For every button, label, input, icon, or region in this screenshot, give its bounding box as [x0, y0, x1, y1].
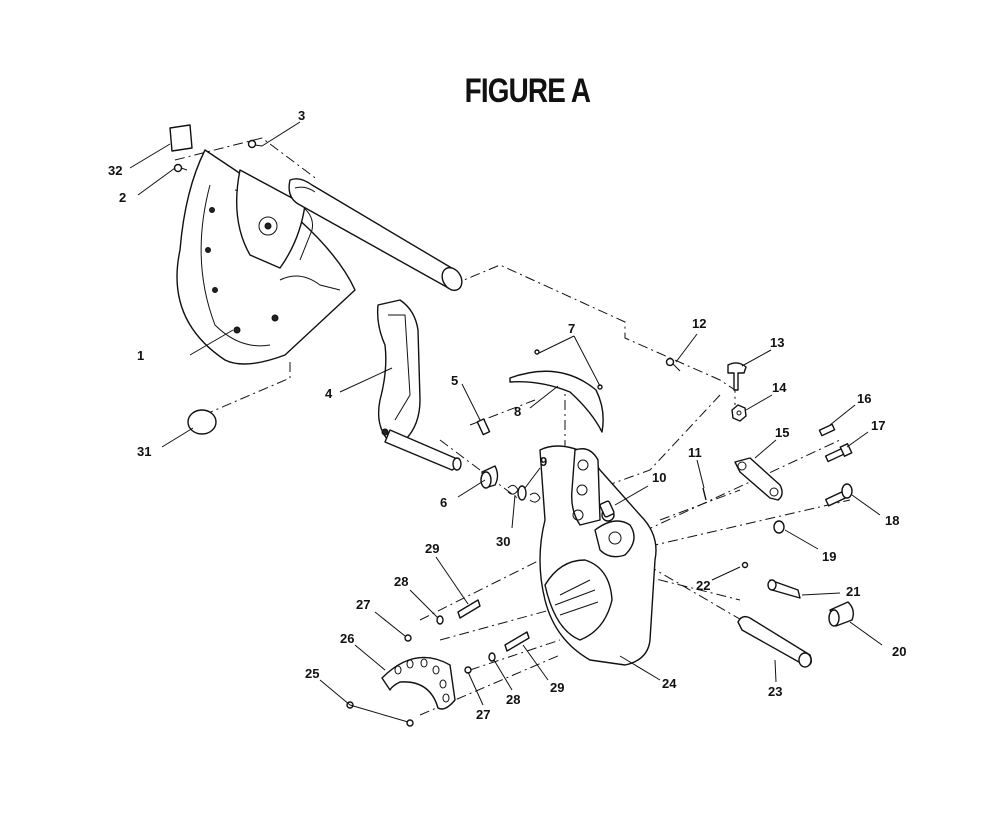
callout-16: 16: [857, 391, 871, 406]
part-1-blade-guard: [176, 149, 356, 365]
part-1-pivot-arm: [288, 178, 463, 292]
part-30-clip: [507, 484, 519, 495]
callout-28-right: 28: [506, 692, 520, 707]
part-2-screw: [173, 163, 188, 173]
callout-13: 13: [770, 335, 784, 350]
part-23-pivot-shaft: [737, 615, 813, 668]
callout-30: 30: [496, 534, 510, 549]
callout-22: 22: [696, 578, 710, 593]
figure-title: FIGURE A: [464, 72, 591, 110]
callout-6: 6: [440, 495, 447, 510]
part-17-screw: [824, 443, 853, 463]
callout-labels: 1 2 3 4 5 6 7 8 9 10 11 12 13 14 15 16 1…: [108, 108, 906, 722]
callout-leaders: [129, 121, 883, 723]
part-24-housing: [539, 445, 657, 666]
part-20-knob: [828, 601, 855, 627]
callout-18: 18: [885, 513, 899, 528]
callout-24: 24: [662, 676, 677, 691]
callout-3: 3: [298, 108, 305, 123]
part-16-set-screw: [818, 423, 836, 437]
callout-7: 7: [568, 321, 575, 336]
callout-14: 14: [772, 380, 787, 395]
callout-19: 19: [822, 549, 836, 564]
callout-27-left: 27: [356, 597, 370, 612]
callout-28-left: 28: [394, 574, 408, 589]
callout-29-right: 29: [550, 680, 564, 695]
callout-1: 1: [137, 348, 144, 363]
part-4-handle: [376, 299, 462, 471]
part-9-washer: [517, 485, 527, 501]
callout-8: 8: [514, 404, 521, 419]
callout-15: 15: [775, 425, 789, 440]
part-26-scale-plate: [381, 656, 456, 710]
callout-25: 25: [305, 666, 319, 681]
callout-31: 31: [137, 444, 151, 459]
part-14-nut: [731, 404, 747, 422]
callout-17: 17: [871, 418, 885, 433]
part-19-washer: [773, 520, 785, 534]
part-31-cap: [187, 409, 217, 435]
part-13-bolt: [727, 362, 747, 391]
callout-20: 20: [892, 644, 906, 659]
part-27-screws: [404, 634, 472, 674]
callout-26: 26: [340, 631, 354, 646]
part-32-label: [169, 124, 193, 152]
part-11-pin: [702, 487, 707, 501]
part-7-rivets: [534, 349, 603, 390]
part-22-ball: [741, 561, 749, 569]
part-8-spring-arc: [509, 370, 604, 433]
part-3-screw: [247, 139, 263, 149]
callout-27-right: 27: [476, 707, 490, 722]
callout-5: 5: [451, 373, 458, 388]
callout-10: 10: [652, 470, 666, 485]
part-18-bolt: [824, 483, 853, 507]
callout-2: 2: [119, 190, 126, 205]
callout-4: 4: [325, 386, 333, 401]
callout-23: 23: [768, 684, 782, 699]
part-10-bolt: [599, 500, 615, 518]
part-21-plunger: [767, 579, 801, 599]
callout-21: 21: [846, 584, 860, 599]
callout-11: 11: [688, 445, 702, 460]
part-6-bushing: [480, 465, 499, 489]
part-29-pointers: [457, 599, 530, 652]
part-12-screw: [665, 357, 681, 372]
callout-9: 9: [540, 454, 547, 469]
callout-32: 32: [108, 163, 122, 178]
callout-12: 12: [692, 316, 706, 331]
callout-29-left: 29: [425, 541, 439, 556]
part-28-washers: [436, 615, 496, 662]
part-15-lever: [734, 457, 783, 501]
part-5-pin: [476, 418, 491, 436]
